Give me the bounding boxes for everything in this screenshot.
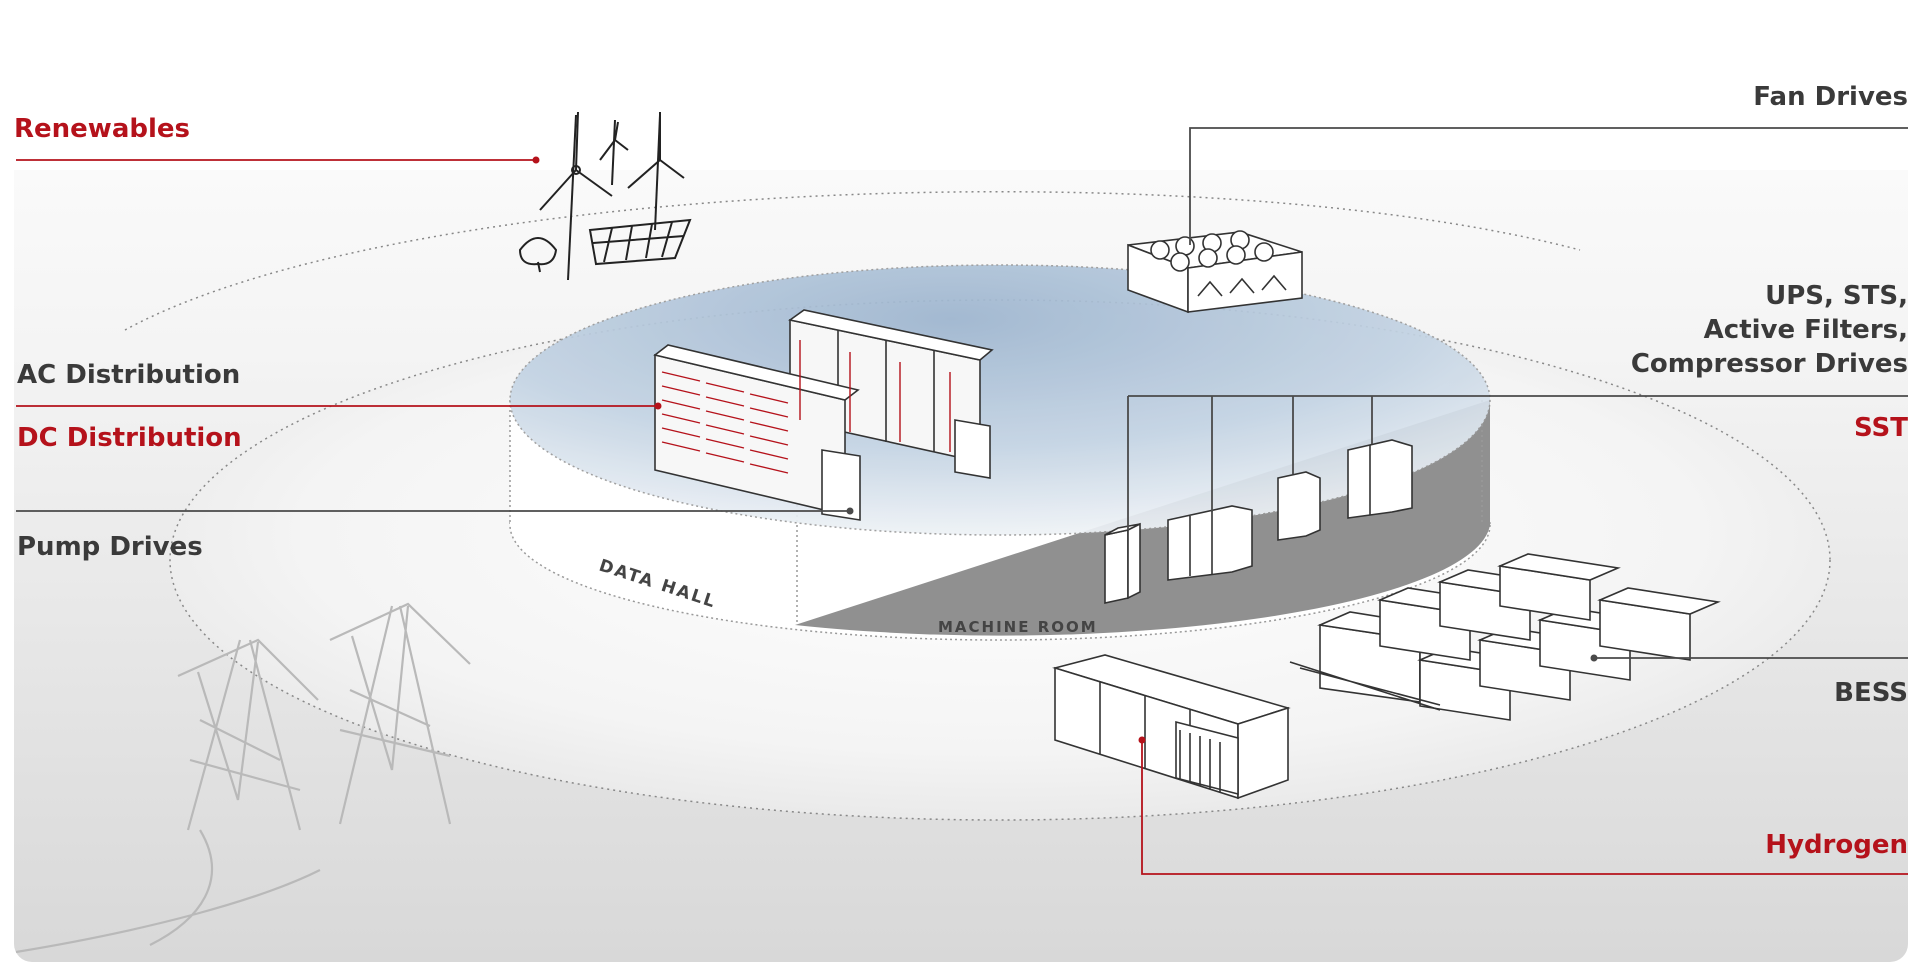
fan-drives-label: Fan Drives (1753, 82, 1908, 112)
hydrogen-label: Hydrogen (1765, 830, 1908, 860)
ups-sts-label-line3: Compressor Drives (1630, 349, 1908, 379)
sst-label: SST (1853, 413, 1908, 443)
bess-containers (1289, 553, 1721, 721)
hydrogen-unit (1052, 654, 1291, 800)
fan-drives-leader (1189, 127, 1908, 245)
hydrogen-leader (1141, 740, 1908, 875)
ups-sts-label-line1: UPS, STS, (1765, 281, 1908, 311)
ups-sts-label-block: UPS, STS, Active Filters, Compressor Dri… (1631, 279, 1908, 381)
rack-red-modules (661, 340, 951, 474)
ups-sts-label-line2: Active Filters, (1703, 315, 1908, 345)
renewables-label: Renewables (14, 114, 190, 144)
renewables-illustration (518, 111, 692, 281)
transmission-towers (15, 602, 471, 954)
machine-room-label: MACHINE ROOM (938, 618, 1098, 636)
data-hall-racks (653, 309, 994, 521)
ac-distribution-label: AC Distribution (17, 360, 241, 390)
pump-drives-label: Pump Drives (17, 532, 203, 562)
dc-distribution-label: DC Distribution (17, 423, 242, 453)
machine-room-equipment (1104, 439, 1413, 604)
cooling-unit (1127, 230, 1303, 314)
leader-lines (16, 127, 1908, 875)
bess-label: BESS (1834, 678, 1908, 708)
